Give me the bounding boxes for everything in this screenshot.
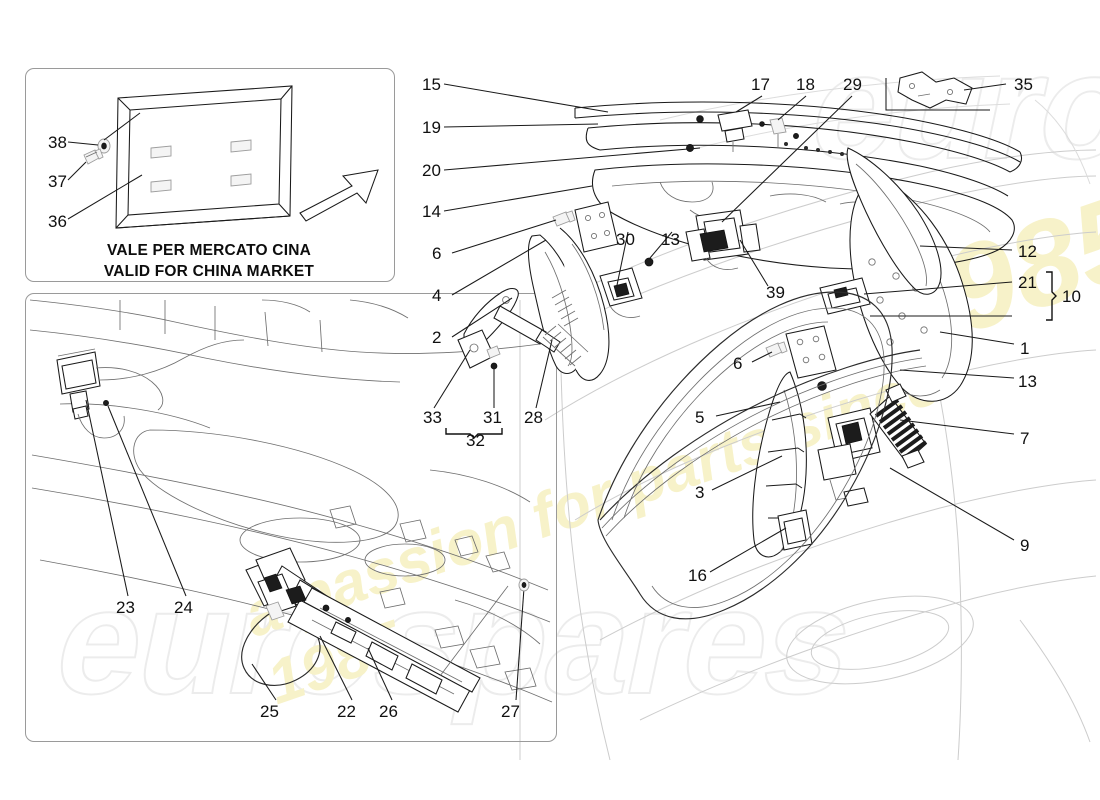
callout-23: 23	[116, 598, 135, 617]
inset-panel-china-market	[25, 68, 395, 282]
callout-9: 9	[1020, 536, 1030, 555]
callout-13-mid: 13	[661, 230, 680, 249]
group-bracket-32	[445, 428, 503, 439]
callout-38: 38	[48, 133, 67, 152]
china-note-en: VALID FOR CHINA MARKET	[103, 262, 315, 280]
inset-panel-lower-assembly	[25, 293, 557, 742]
callout-1: 1	[1020, 339, 1030, 358]
callout-3: 3	[695, 483, 705, 502]
callout-21: 21	[1018, 273, 1037, 292]
callout-15: 15	[422, 75, 441, 94]
callout-28: 28	[524, 408, 543, 427]
callout-7: 7	[1020, 429, 1030, 448]
callout-27: 27	[501, 702, 520, 721]
group-bracket-10	[1046, 271, 1057, 321]
callout-22: 22	[337, 702, 356, 721]
direction-arrow-icon	[299, 169, 379, 222]
callout-25: 25	[260, 702, 279, 721]
callout-12: 12	[1018, 242, 1037, 261]
callout-10: 10	[1062, 287, 1081, 306]
callout-13-right: 13	[1018, 372, 1037, 391]
callout-39: 39	[766, 283, 785, 302]
callout-32: 32	[466, 431, 485, 450]
china-note-it: VALE PER MERCATO CINA	[107, 242, 311, 259]
callout-30: 30	[616, 230, 635, 249]
callout-20: 20	[422, 161, 441, 180]
callout-29: 29	[843, 75, 862, 94]
callout-6-center: 6	[733, 354, 743, 373]
callout-37: 37	[48, 172, 67, 191]
callout-6-left: 6	[432, 244, 442, 263]
callout-31: 31	[483, 408, 502, 427]
callout-24: 24	[174, 598, 193, 617]
callout-35: 35	[1014, 75, 1033, 94]
callout-14: 14	[422, 202, 441, 221]
callout-5: 5	[695, 408, 705, 427]
callout-33: 33	[423, 408, 442, 427]
callout-16: 16	[688, 566, 707, 585]
callout-17: 17	[751, 75, 770, 94]
callout-4: 4	[432, 286, 442, 305]
callout-2: 2	[432, 328, 442, 347]
callout-36: 36	[48, 212, 67, 231]
callout-19: 19	[422, 118, 441, 137]
callout-26: 26	[379, 702, 398, 721]
china-market-note: VALE PER MERCATO CINA VALID FOR CHINA MA…	[25, 241, 393, 283]
callout-18: 18	[796, 75, 815, 94]
